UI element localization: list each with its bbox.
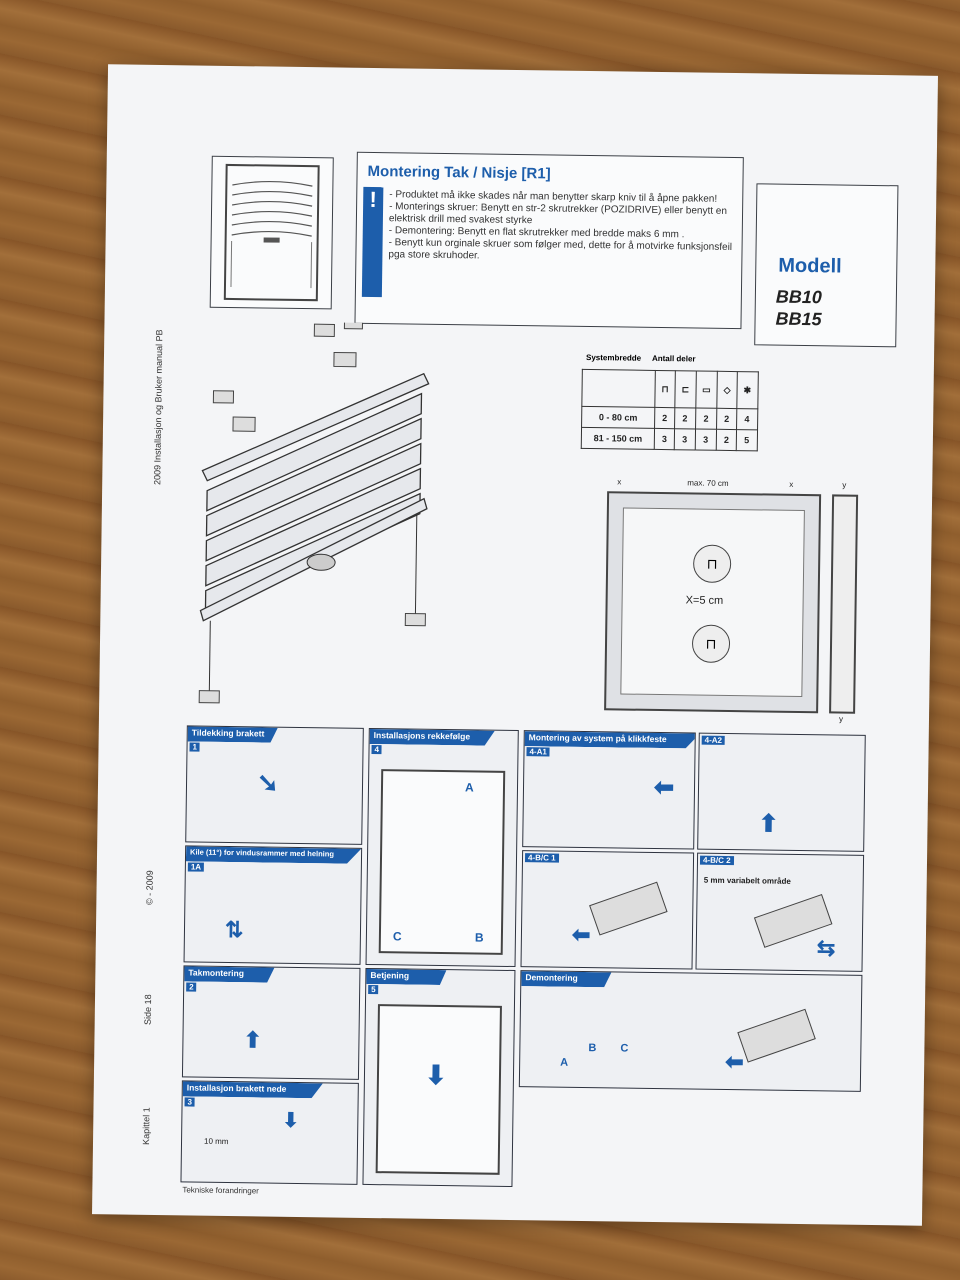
cover-icon: ▭ [695, 370, 718, 409]
warning-icon: ! [361, 186, 384, 298]
max-width-label: max. 70 cm [687, 478, 729, 488]
step-number: 4-A1 [526, 747, 550, 757]
step-panel-2: Takmontering 2 ⬆ [181, 965, 361, 1080]
arrow-icon: ⬆ [758, 810, 779, 838]
arrow-icon: ⇆ [816, 935, 836, 961]
arrow-icon: ⬅ [571, 921, 591, 948]
step-number: 3 [184, 1097, 196, 1107]
x-dimension-label: x [617, 477, 622, 487]
table-cell: 5 [736, 429, 758, 451]
arrow-label: A [464, 780, 474, 795]
step-title: Takmontering [184, 966, 274, 982]
step-title: Demontering [521, 971, 611, 987]
step-panel-4-bc1: 4-B/C 1 ⬅ [520, 850, 695, 970]
table-cell: 2 [695, 407, 717, 430]
arrow-label: C [392, 929, 402, 944]
y-dimension-label: y [842, 480, 847, 490]
step-title: Tildekking brakett [188, 726, 278, 742]
arrow-icon: ⬇ [282, 1109, 300, 1133]
x-value-label: X=5 cm [685, 594, 724, 607]
arrow-icon: ⬅ [725, 1048, 744, 1075]
warning-box: Montering Tak / Nisje [R1] ! - Produktet… [354, 151, 744, 330]
page-title: Montering Tak / Nisje [R1] [367, 162, 551, 183]
footer-text: Tekniske forandringer [182, 1185, 259, 1196]
table-row: 81 - 150 cm 3 3 3 2 5 [581, 427, 758, 451]
step-number: 4-B/C 2 [699, 855, 734, 866]
step-title: Montering av system på klikkfeste [525, 731, 696, 748]
step-title: Betjening [366, 969, 446, 985]
page-number-text: Side 18 [142, 994, 154, 1025]
arrow-icon: ⬆ [243, 1027, 263, 1053]
arrow-label: B [588, 1042, 597, 1055]
blind-illustration-top [209, 155, 334, 310]
model-code: BB10 [775, 286, 823, 308]
table-cell: 2 [674, 407, 696, 429]
step-panel-4-bc2: 4-B/C 2 5 mm variabelt område ⇆ [695, 852, 865, 972]
arrow-icon: ⬅ [653, 773, 675, 802]
arrow-label: C [620, 1042, 629, 1055]
arrow-label: B [474, 930, 484, 945]
table-header-parts: Antall deler [651, 353, 696, 364]
clip-device [589, 881, 668, 936]
step-number: 4-A2 [701, 735, 726, 745]
arrow-icon: ➘ [256, 767, 280, 798]
table-cell: 2 [716, 408, 737, 430]
table-cell: 3 [674, 428, 696, 450]
variable-range-label: 5 mm variabelt område [703, 875, 791, 886]
step-panel-1: Tildekking brakett 1 ➘ [185, 725, 364, 845]
table-header-width: Systembredde [585, 352, 642, 363]
model-code: BB15 [775, 308, 822, 330]
step-panel-5: Betjening 5 ⬇ [362, 967, 516, 1188]
instruction-sheet: Montering Tak / Nisje [R1] ! - Produktet… [92, 64, 938, 1226]
arrow-icon: ⇅ [224, 916, 244, 943]
step-panel-1a: Kile (11°) for vindusrammer med helning … [183, 845, 363, 965]
parts-table: ⊓ ⊏ ▭ ◇ ✱ 0 - 80 cm 2 2 2 2 4 81 - 150 c… [581, 369, 759, 451]
table-cell: 0 - 80 cm [581, 406, 655, 429]
warning-list: - Produktet må ikke skades når man benyt… [388, 189, 732, 266]
copyright-text: © - 2009 [144, 870, 155, 905]
chapter-text: Kapittel 1 [140, 1107, 152, 1145]
table-cell: 2 [654, 407, 675, 429]
exploded-blind-drawing [198, 320, 430, 704]
y-dimension-label: y [838, 714, 844, 724]
table-cell: 4 [736, 408, 758, 430]
table-cell: 81 - 150 cm [581, 427, 655, 450]
arrow-icon: ⬇ [424, 1059, 447, 1091]
table-cell: 3 [694, 428, 717, 451]
step-number: 4 [371, 745, 383, 755]
step-title: Kile (11°) for vindusrammer med helning [186, 846, 361, 863]
dimension-diagram: x max. 70 cm x X=5 cm ⊓ ⊓ [604, 477, 822, 714]
model-box: Modell BB10 BB15 [754, 183, 899, 348]
step-title: Installasjon brakett nede [183, 1081, 323, 1098]
step-panel-3: Installasjon brakett nede 3 10 mm ⬇ [180, 1080, 359, 1185]
screw-icon: ✱ [736, 371, 758, 409]
step-number: 1 [189, 742, 201, 752]
bracket-icon: ⊓ [654, 370, 676, 408]
step-panel-4-a1: Montering av system på klikkfeste 4-A1 ⬅ [522, 730, 696, 850]
wedge-icon: ◇ [716, 371, 738, 409]
model-label: Modell [778, 254, 842, 278]
x-dimension-label: x [789, 479, 794, 489]
step-panel-demontering: Demontering A B C ⬅ [518, 970, 863, 1092]
table-row: ⊓ ⊏ ▭ ◇ ✱ [581, 369, 758, 409]
clip-device [737, 1008, 816, 1063]
clip-icon: ⊏ [674, 370, 696, 408]
step-number: 5 [368, 984, 379, 995]
step-panel-4: Installasjons rekkefølge 4 A C B [365, 727, 519, 968]
step-number: 1A [187, 862, 205, 872]
step-number: 2 [186, 982, 197, 992]
measure-label: 10 mm [203, 1136, 229, 1147]
table-row: 0 - 80 cm 2 2 2 2 4 [581, 406, 758, 430]
step-title: Installasjons rekkefølge [370, 729, 495, 746]
arrow-label: A [560, 1056, 569, 1069]
side-profile: y y [829, 481, 859, 724]
manual-side-text: 2009 Installasjon og Bruker manual PB [152, 329, 165, 486]
table-cell: 2 [716, 429, 737, 451]
table-cell: 3 [654, 428, 675, 450]
step-number: 4-B/C 1 [524, 853, 559, 863]
step-panel-4-a2: 4-A2 ⬆ [697, 732, 866, 852]
pleated-blind-icon [223, 163, 320, 302]
